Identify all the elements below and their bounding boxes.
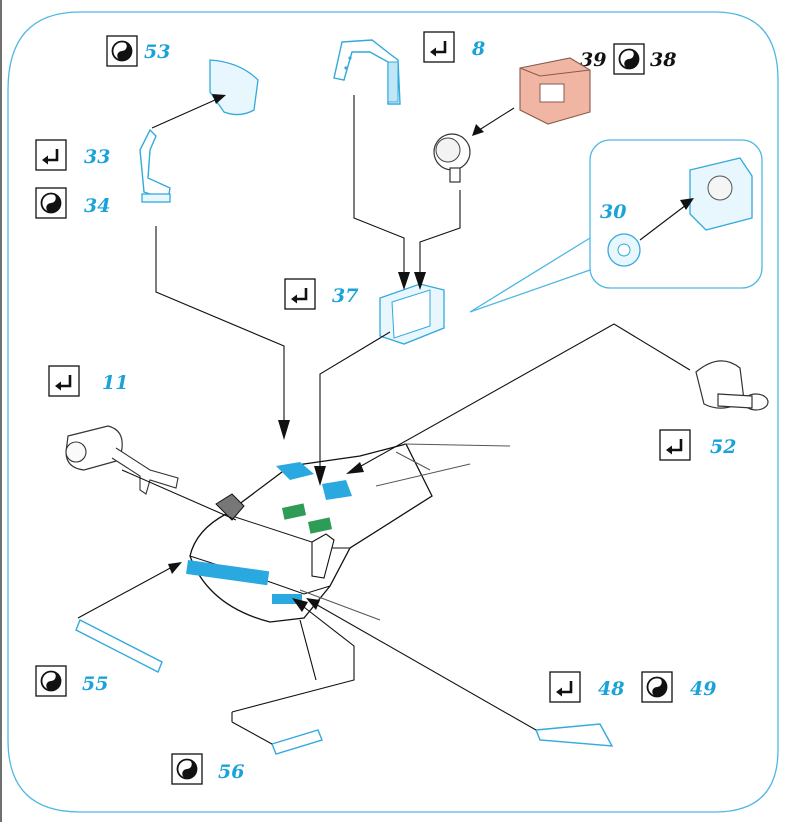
assembly-lever	[215, 493, 245, 521]
part-53-panel	[209, 59, 259, 116]
part-48-plate	[535, 723, 614, 747]
outer-frame	[7, 11, 779, 813]
part-number-34: 34	[84, 195, 110, 217]
part-number-52: 52	[710, 436, 736, 458]
inset-housing-lens	[707, 175, 733, 201]
part-number-37: 37	[332, 285, 358, 307]
part-39-window	[539, 83, 565, 103]
label-group-30: 30	[600, 201, 626, 223]
hull-line	[299, 443, 511, 621]
label-group-37: 37	[283, 277, 358, 311]
label-group-53: 53	[106, 35, 170, 67]
part-number-38: 38	[650, 49, 676, 71]
inset-pointer	[469, 237, 591, 313]
green-plate	[282, 503, 307, 520]
label-group-39-38: 39 38	[580, 43, 676, 75]
bend-icon	[422, 30, 456, 64]
part-52-shaft	[717, 393, 753, 409]
yin-yang-icon	[613, 43, 645, 75]
part-34-plate	[141, 193, 171, 203]
light-fitting-lens	[435, 137, 461, 163]
part-number-53: 53	[144, 41, 170, 63]
yin-yang-icon	[35, 187, 67, 219]
label-group-48-49: 48 49	[548, 670, 716, 704]
part-number-49: 49	[690, 678, 716, 700]
label-group-34: 34	[35, 187, 110, 219]
part-56-plate	[271, 729, 323, 755]
label-group-11: 11	[47, 364, 128, 398]
detail-inset-frame	[589, 139, 763, 289]
label-group-33: 33	[34, 138, 110, 172]
assembly-stripe-top	[322, 480, 352, 500]
part-33-rod	[139, 128, 171, 201]
yin-yang-icon	[171, 753, 203, 785]
part-number-30: 30	[600, 201, 626, 223]
assembly-handle	[311, 533, 335, 579]
green-plate	[308, 517, 333, 534]
leader-lines	[77, 94, 694, 745]
yin-yang-icon	[35, 665, 67, 697]
yin-yang-icon	[106, 35, 138, 67]
bend-icon	[548, 670, 582, 704]
part-11-rod	[111, 447, 179, 495]
part-37-inner	[391, 289, 431, 339]
assembly-stripe-top	[276, 462, 314, 480]
main-assembly	[186, 443, 511, 623]
part-number-55: 55	[82, 673, 108, 695]
part-55-strip	[75, 619, 163, 673]
part-number-48: 48	[598, 678, 624, 700]
assembly-front-marker	[272, 594, 302, 604]
part-number-33: 33	[84, 146, 110, 168]
part-11-face	[65, 441, 87, 463]
part-number-11: 11	[102, 372, 128, 394]
assembly-stripe	[186, 560, 270, 586]
label-group-56: 56	[171, 753, 244, 785]
bend-icon	[34, 138, 68, 172]
part-30-hole	[617, 243, 631, 257]
label-group-8: 8	[422, 30, 485, 64]
part-number-8: 8	[471, 38, 485, 60]
label-group-55: 55	[35, 665, 108, 697]
light-fitting-stem	[449, 167, 461, 183]
part-8-hole	[348, 56, 352, 60]
bend-icon	[47, 364, 81, 398]
part-8-hole	[344, 66, 348, 70]
label-group-52: 52	[658, 428, 736, 462]
part-39-top	[519, 67, 591, 77]
part-8-strip	[387, 61, 399, 103]
part-number-39: 39	[580, 49, 606, 71]
part-number-56: 56	[218, 761, 244, 783]
yin-yang-icon	[641, 671, 673, 703]
bend-icon	[283, 277, 317, 311]
bend-icon	[658, 428, 692, 462]
